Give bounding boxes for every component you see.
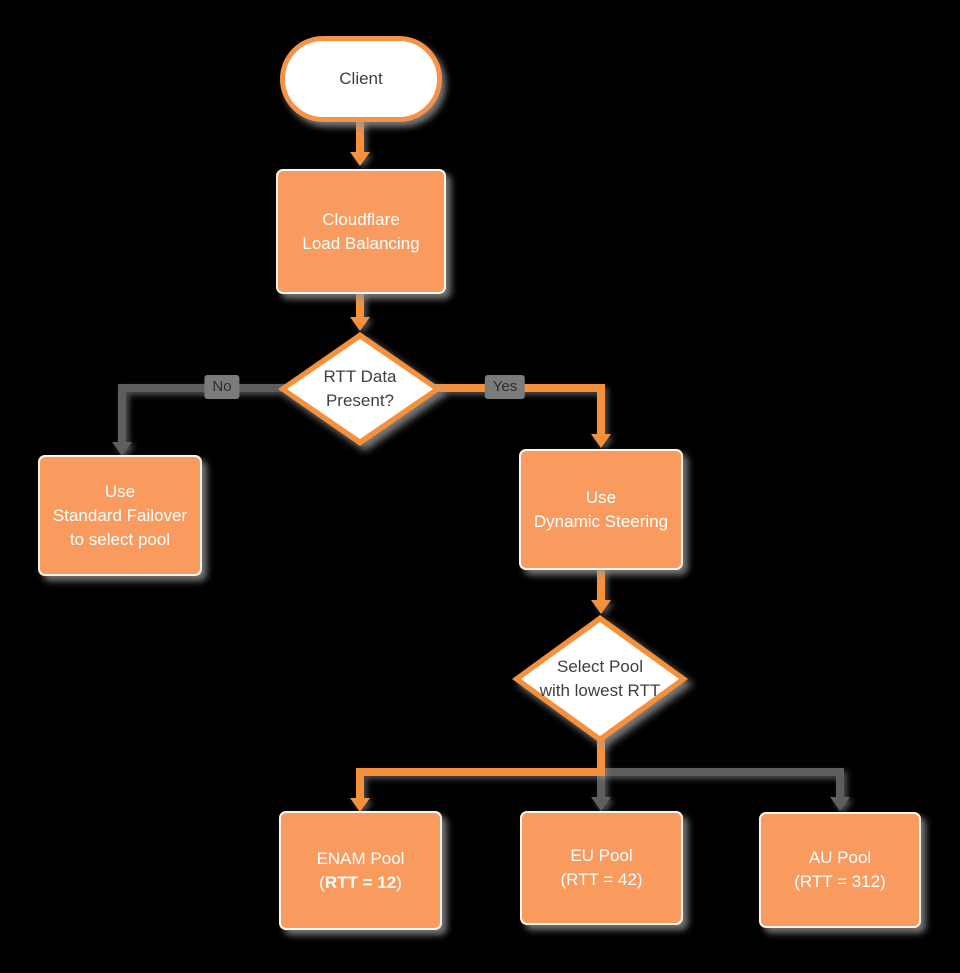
node-load-balancer-line1: Cloudflare [322, 209, 400, 229]
decision-select-pool: Select Pool with lowest RTT [512, 615, 688, 743]
edge-lb-vertical-line [356, 291, 364, 321]
arrowhead-into-au-pool [830, 797, 850, 811]
node-au-pool-rtt: (RTT = 312) [794, 872, 886, 891]
arrowhead-into-load-balancer [350, 152, 370, 166]
decision-select-pool-line2: with lowest RTT [539, 681, 661, 700]
node-eu-pool-rtt: (RTT = 42) [560, 870, 643, 889]
edge-no-vertical-line [118, 384, 126, 444]
arrowhead-into-dynamic-steering [591, 434, 611, 448]
node-standard-failover-line2: Standard Failover [52, 505, 188, 525]
node-enam-pool: ENAM Pool (RTT = 12) [279, 811, 442, 930]
node-load-balancer: Cloudflare Load Balancing [276, 169, 446, 294]
enam-rtt-value: RTT = 12 [324, 872, 397, 892]
edge-eu-vertical-line [597, 776, 605, 800]
decision-select-pool-line1: Select Pool [557, 657, 643, 676]
node-au-pool: AU Pool (RTT = 312) [759, 812, 921, 928]
node-dynamic-steering-line1: Use [585, 487, 617, 507]
node-dynamic-steering: Use Dynamic Steering [519, 449, 683, 570]
arrowhead-into-enam-pool [350, 798, 370, 812]
edge-au-horizontal-line [600, 768, 842, 776]
decision-rtt-line1: RTT Data [323, 367, 397, 386]
node-enam-pool-rtt: (RTT = 12) [319, 871, 402, 895]
edge-enam-drop-line [597, 740, 605, 776]
node-standard-failover: Use Standard Failover to select pool [38, 455, 202, 576]
edge-enam-horizontal-line [356, 768, 605, 776]
enam-rtt-open-paren: ( [319, 872, 325, 892]
edge-label-yes: Yes [484, 375, 526, 399]
edge-steering-vertical-line [597, 568, 605, 604]
edge-client-vertical-line [356, 116, 364, 158]
arrowhead-into-rtt-decision [350, 317, 370, 331]
node-enam-pool-name: ENAM Pool [316, 848, 405, 868]
node-dynamic-steering-line2: Dynamic Steering [533, 511, 669, 531]
decision-rtt-line2: Present? [325, 391, 395, 410]
arrowhead-into-pool-decision [591, 600, 611, 614]
node-client-label: Client [339, 69, 383, 88]
edge-yes-vertical-line [597, 384, 605, 438]
arrowhead-into-standard-failover [112, 442, 132, 456]
node-standard-failover-line1: Use [104, 481, 136, 501]
edge-no-horizontal-line [120, 384, 286, 392]
decision-rtt-data-present: RTT Data Present? [278, 332, 442, 446]
edge-label-no: No [204, 375, 240, 399]
enam-rtt-close-paren: ) [396, 872, 402, 892]
node-client: Client [280, 36, 442, 122]
node-eu-pool-name: EU Pool [570, 846, 633, 865]
node-load-balancer-line2: Load Balancing [302, 233, 420, 253]
edge-au-vertical-line [836, 768, 844, 800]
node-eu-pool: EU Pool (RTT = 42) [520, 811, 683, 925]
node-standard-failover-line3: to select pool [69, 529, 171, 549]
node-au-pool-name: AU Pool [808, 848, 872, 867]
arrowhead-into-eu-pool [591, 797, 611, 811]
edge-enam-vertical-line [356, 768, 364, 802]
